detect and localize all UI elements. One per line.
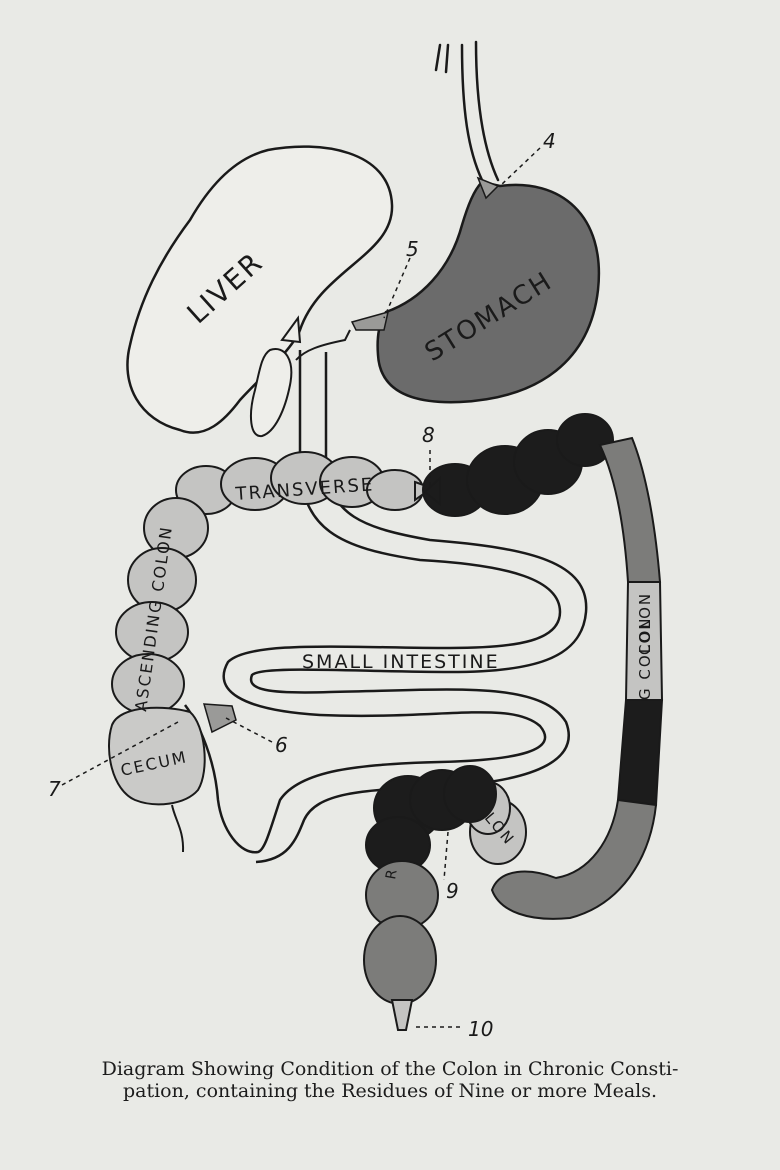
callout-10: 10	[468, 1017, 493, 1041]
rectum	[363, 860, 439, 1031]
callout-6: 6	[275, 733, 288, 757]
liver-duct	[295, 329, 351, 361]
duct-triangle	[280, 315, 302, 344]
callout-8: 8	[422, 423, 435, 447]
descending-colon-top	[598, 436, 662, 583]
ascending-colon	[111, 497, 209, 715]
callout-lines	[61, 147, 541, 1028]
transverse-colon	[175, 451, 435, 515]
splenic-flexure-colon	[422, 413, 614, 517]
liver	[126, 145, 394, 434]
gallbladder	[249, 348, 293, 438]
pyloric-sphincter	[350, 310, 390, 331]
appendix	[171, 804, 185, 853]
caption-line-2: pation, containing the Residues of Nine …	[122, 1080, 658, 1102]
callout-7: 7	[48, 777, 61, 801]
descending-label: COLON	[636, 592, 654, 655]
descending-colon-bottom	[490, 798, 658, 920]
callout-5: 5	[406, 237, 419, 261]
ileocecal-valve	[202, 703, 237, 734]
callout-4: 4	[543, 129, 556, 153]
descending-fragment-label: G COLON	[636, 616, 654, 700]
descending-colon-dark	[616, 699, 664, 807]
esophagus	[434, 40, 500, 182]
cecum	[108, 706, 206, 806]
stomach	[376, 180, 601, 404]
rectum-fragment-label: R	[383, 866, 401, 880]
cardiac-sphincter	[476, 176, 500, 200]
caption-line-1: Diagram Showing Condition of the Colon i…	[101, 1058, 679, 1080]
callout-9: 9	[446, 879, 459, 903]
small-intestine-label: SMALL INTESTINE	[302, 651, 500, 673]
caption: Diagram Showing Condition of the Colon i…	[0, 1058, 780, 1102]
digestive-diagram: LIVER STOMACH TRANSVERSE ASCENDING COLON…	[48, 40, 664, 1041]
sigmoid-dark	[365, 765, 497, 874]
